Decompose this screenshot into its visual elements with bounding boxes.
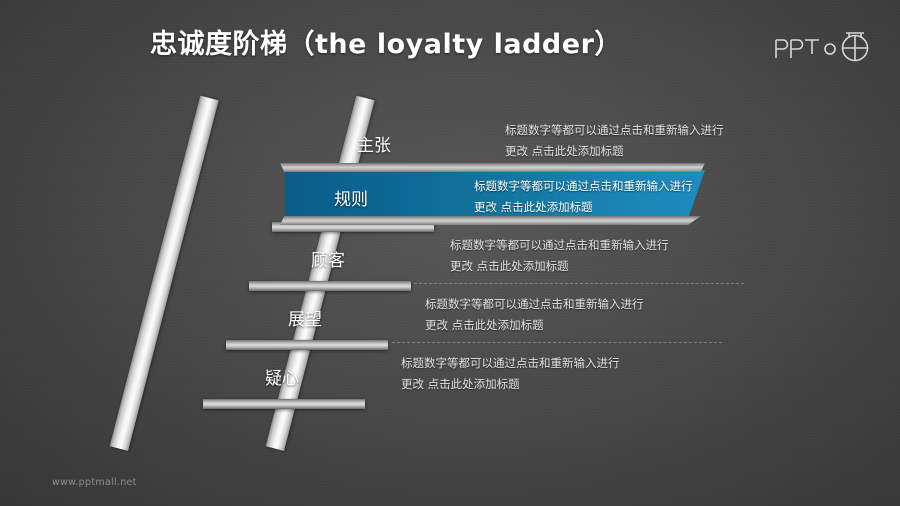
step-description-1[interactable]: 标题数字等都可以通过点击和重新输入进行 更改 点击此处添加标题 xyxy=(505,120,724,162)
step-description-2-line1: 标题数字等都可以通过点击和重新输入进行 xyxy=(474,179,693,193)
page-title: 忠诚度阶梯（the loyalty ladder） xyxy=(150,29,622,60)
step-label-3[interactable]: 顾客 xyxy=(311,251,345,271)
step-description-1-line1: 标题数字等都可以通过点击和重新输入进行 xyxy=(505,123,724,137)
ladder-rung-3 xyxy=(226,340,388,350)
step-label-2[interactable]: 规则 xyxy=(334,190,368,210)
highlight-band-bottom-edge xyxy=(280,216,701,225)
step-description-2-line2: 更改 点击此处添加标题 xyxy=(474,200,593,214)
step-description-3-line1: 标题数字等都可以通过点击和重新输入进行 xyxy=(450,238,669,252)
step-description-5-line1: 标题数字等都可以通过点击和重新输入进行 xyxy=(401,356,620,370)
step-label-4[interactable]: 展望 xyxy=(288,310,322,330)
step-description-5[interactable]: 标题数字等都可以通过点击和重新输入进行 更改 点击此处添加标题 xyxy=(401,353,620,395)
step-description-3-line2: 更改 点击此处添加标题 xyxy=(450,259,569,273)
ladder-rail-left xyxy=(109,95,219,451)
text-divider-2 xyxy=(392,342,722,343)
step-label-5[interactable]: 疑心 xyxy=(265,369,299,389)
pptmall-logo[interactable] xyxy=(770,26,882,66)
ladder-rung-2 xyxy=(249,281,411,291)
text-divider-1 xyxy=(414,283,744,284)
ladder-rung-1 xyxy=(272,222,434,232)
highlight-band[interactable] xyxy=(285,170,705,218)
step-label-1[interactable]: 主张 xyxy=(357,136,391,156)
step-description-3[interactable]: 标题数字等都可以通过点击和重新输入进行 更改 点击此处添加标题 xyxy=(450,235,669,277)
step-description-2[interactable]: 标题数字等都可以通过点击和重新输入进行 更改 点击此处添加标题 xyxy=(474,176,693,218)
step-description-4[interactable]: 标题数字等都可以通过点击和重新输入进行 更改 点击此处添加标题 xyxy=(425,294,644,336)
step-description-4-line1: 标题数字等都可以通过点击和重新输入进行 xyxy=(425,297,644,311)
ladder-rung-4 xyxy=(203,399,365,409)
highlight-band-top-edge xyxy=(280,163,705,172)
footer-watermark: www.pptmall.net xyxy=(52,477,137,488)
step-description-5-line2: 更改 点击此处添加标题 xyxy=(401,377,520,391)
step-description-1-line2: 更改 点击此处添加标题 xyxy=(505,144,624,158)
step-description-4-line2: 更改 点击此处添加标题 xyxy=(425,318,544,332)
